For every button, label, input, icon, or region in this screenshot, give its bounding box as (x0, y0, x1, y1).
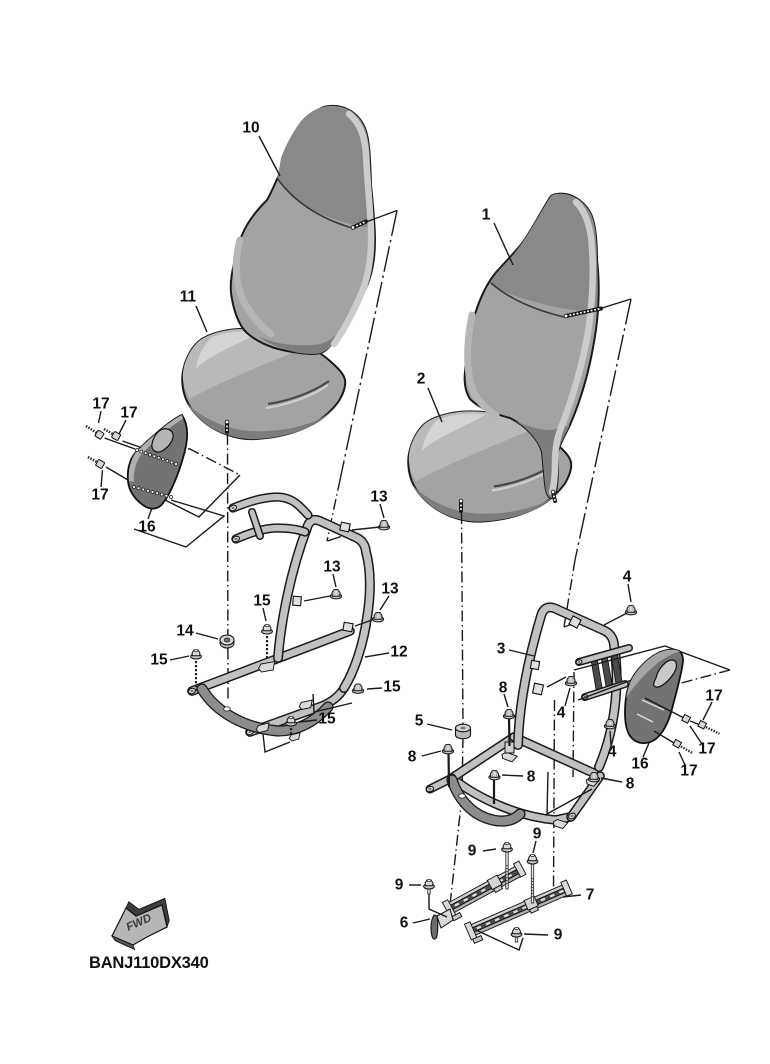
svg-text:17: 17 (91, 487, 108, 504)
svg-text:7: 7 (586, 887, 595, 904)
svg-text:9: 9 (468, 843, 477, 860)
svg-text:3: 3 (497, 641, 506, 658)
svg-text:1: 1 (482, 207, 491, 224)
svg-text:6: 6 (400, 915, 409, 932)
svg-text:2: 2 (417, 371, 426, 388)
svg-text:8: 8 (499, 680, 508, 697)
svg-text:15: 15 (318, 711, 336, 728)
svg-text:12: 12 (390, 644, 407, 661)
svg-text:10: 10 (242, 120, 259, 137)
svg-text:17: 17 (698, 741, 715, 758)
svg-text:17: 17 (120, 405, 137, 422)
svg-text:13: 13 (370, 489, 388, 506)
svg-text:17: 17 (705, 688, 722, 705)
svg-text:13: 13 (323, 559, 341, 576)
svg-text:16: 16 (138, 519, 156, 536)
svg-text:5: 5 (415, 713, 424, 730)
svg-text:15: 15 (383, 679, 401, 696)
svg-text:8: 8 (527, 769, 536, 786)
svg-text:BANJ110DX340: BANJ110DX340 (89, 954, 209, 972)
svg-text:15: 15 (253, 593, 271, 610)
svg-text:16: 16 (631, 756, 649, 773)
svg-text:15: 15 (150, 652, 168, 669)
svg-text:4: 4 (608, 744, 617, 761)
svg-text:9: 9 (554, 927, 563, 944)
svg-text:11: 11 (180, 289, 197, 306)
svg-text:9: 9 (395, 877, 404, 894)
svg-text:14: 14 (176, 623, 194, 640)
svg-text:8: 8 (626, 776, 635, 793)
svg-text:13: 13 (381, 581, 399, 598)
svg-text:17: 17 (680, 763, 697, 780)
svg-text:9: 9 (533, 826, 542, 843)
svg-text:17: 17 (92, 396, 109, 413)
svg-text:4: 4 (623, 569, 632, 586)
svg-text:4: 4 (557, 705, 566, 722)
svg-text:8: 8 (408, 749, 417, 766)
